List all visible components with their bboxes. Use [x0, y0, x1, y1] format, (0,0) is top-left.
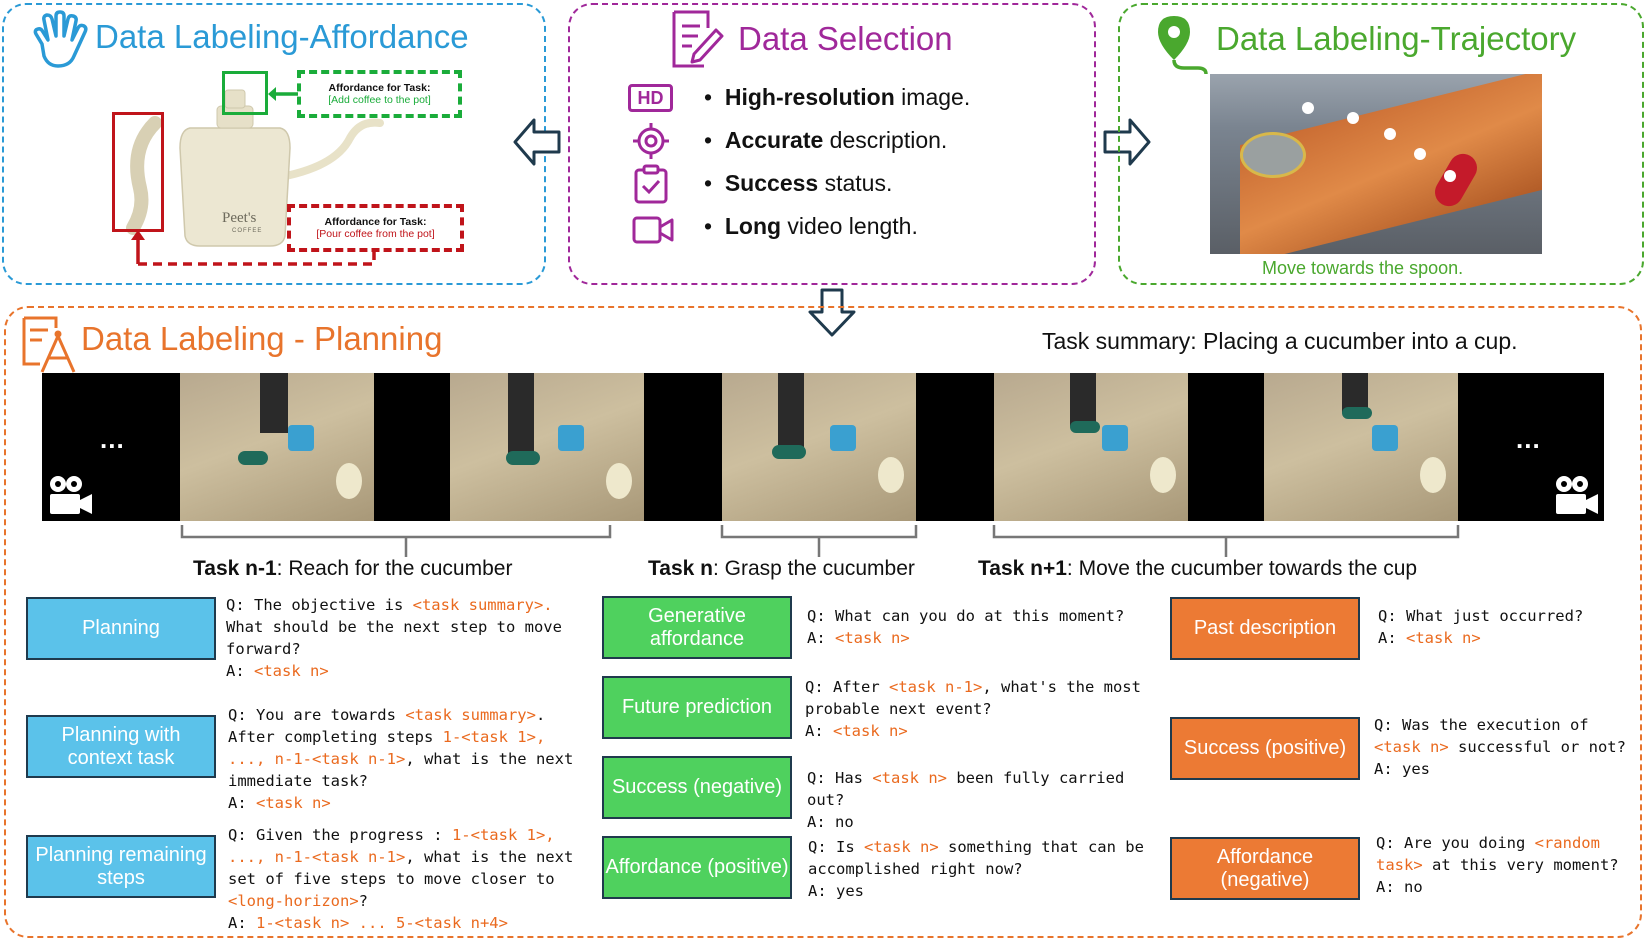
category-generative-affordance: Generative affordance — [602, 596, 792, 659]
qa-past-description: Q: What just occurred?A: <task n> — [1378, 607, 1584, 647]
affordance-box-pour: Affordance for Task: [Pour coffee from t… — [287, 204, 464, 252]
category-planning-remaining: Planning remaining steps — [26, 835, 216, 898]
category-affordance-positive: Affordance (positive) — [602, 836, 792, 899]
target-icon — [633, 123, 669, 159]
task-label-next: Task n+1: Move the cucumber towards the … — [978, 557, 1418, 580]
green-arrow-icon — [268, 87, 298, 101]
criterion-description: • Accurate description. — [704, 127, 948, 153]
category-future-prediction: Future prediction — [602, 676, 792, 739]
kettle-illustration — [126, 89, 384, 247]
qa-generative-affordance: Q: What can you do at this moment?A: <ta… — [807, 607, 1125, 647]
qa-affordance-negative: Q: Are you doing <random task> at this v… — [1376, 834, 1619, 896]
qa-planning-remaining: Q: Given the progress : 1-<task 1>, ...,… — [228, 826, 574, 932]
affordance-box-add: Affordance for Task: [Add coffee to the … — [297, 70, 462, 118]
bowl — [1240, 132, 1306, 178]
hand-icon — [33, 10, 88, 68]
affordance-title: Data Labeling-Affordance — [95, 18, 469, 55]
ellipsis-right: ... — [1516, 424, 1541, 454]
affordance-task-pour: [Pour coffee from the pot] — [316, 228, 435, 240]
trajectory-panel — [1118, 3, 1644, 285]
trajectory-dots — [1302, 102, 1456, 182]
trajectory-caption: Move towards the spoon. — [1262, 258, 1464, 278]
qa-planning-context: Q: You are towards <task summary>.After … — [228, 706, 574, 812]
document-edit-icon — [672, 10, 724, 68]
right-hollow-arrow-icon — [1103, 118, 1151, 166]
ellipsis-left: ... — [100, 424, 125, 454]
video-frame-3 — [722, 373, 916, 521]
kettle-brand-sub: COFFEE — [232, 228, 263, 234]
category-success-negative: Success (negative) — [602, 756, 792, 819]
qa-success-negative: Q: Has <task n> been fully carried out?A… — [807, 769, 1125, 831]
task-summary: Task summary: Placing a cucumber into a … — [1042, 328, 1518, 354]
trajectory-title: Data Labeling-Trajectory — [1216, 20, 1577, 57]
kettle-brand: Peet's — [222, 210, 257, 226]
task-label-current: Task n: Grasp the cucumber — [648, 557, 915, 580]
planning-title: Data Labeling - Planning — [81, 320, 443, 357]
video-frame-2 — [450, 373, 644, 521]
category-success-positive: Success (positive) — [1170, 717, 1360, 780]
trajectory-photo — [1210, 74, 1542, 254]
hd-icon: HD — [628, 84, 673, 112]
compass-document-icon — [22, 316, 76, 373]
category-affordance-negative: Affordance (negative) — [1170, 837, 1360, 900]
category-planning-context: Planning with context task — [26, 715, 216, 778]
video-camera-icon — [632, 216, 674, 244]
hd-icon-label: HD — [637, 88, 664, 108]
lid-highlight-box — [222, 71, 268, 115]
qa-planning: Q: The objective is <task summary>. What… — [226, 596, 562, 680]
selection-title: Data Selection — [738, 20, 953, 57]
left-hollow-arrow-icon — [513, 118, 561, 166]
video-frame-1 — [180, 373, 374, 521]
movie-camera-icon-left — [50, 476, 92, 514]
category-past-description: Past description — [1170, 597, 1360, 660]
qa-affordance-positive: Q: Is <task n> something that can be acc… — [808, 838, 1144, 900]
criterion-resolution: • High-resolution image. — [704, 84, 971, 110]
affordance-label-add: Affordance for Task: — [328, 82, 431, 94]
down-hollow-arrow-icon — [808, 288, 856, 337]
category-planning: Planning — [26, 597, 216, 660]
video-frame-4 — [994, 373, 1188, 521]
affordance-label-pour: Affordance for Task: — [324, 216, 427, 228]
criterion-length: • Long video length. — [704, 213, 918, 239]
clipboard-check-icon — [634, 164, 668, 204]
planning-panel — [4, 306, 1642, 938]
handle-highlight-box — [112, 112, 164, 232]
task-braces — [180, 525, 1460, 557]
affordance-task-add: [Add coffee to the pot] — [328, 94, 431, 106]
video-frame-5 — [1264, 373, 1458, 521]
qa-success-positive: Q: Was the execution of <task n> success… — [1374, 716, 1626, 778]
movie-camera-icon-right — [1556, 476, 1598, 514]
qa-future-prediction: Q: After <task n-1>, what's the most pro… — [805, 678, 1141, 740]
criterion-success: • Success status. — [704, 170, 893, 196]
red-connector-arrow — [131, 230, 376, 266]
map-pin-icon — [1158, 16, 1208, 75]
selection-panel — [568, 3, 1096, 285]
task-label-prev: Task n-1: Reach for the cucumber — [193, 557, 513, 580]
